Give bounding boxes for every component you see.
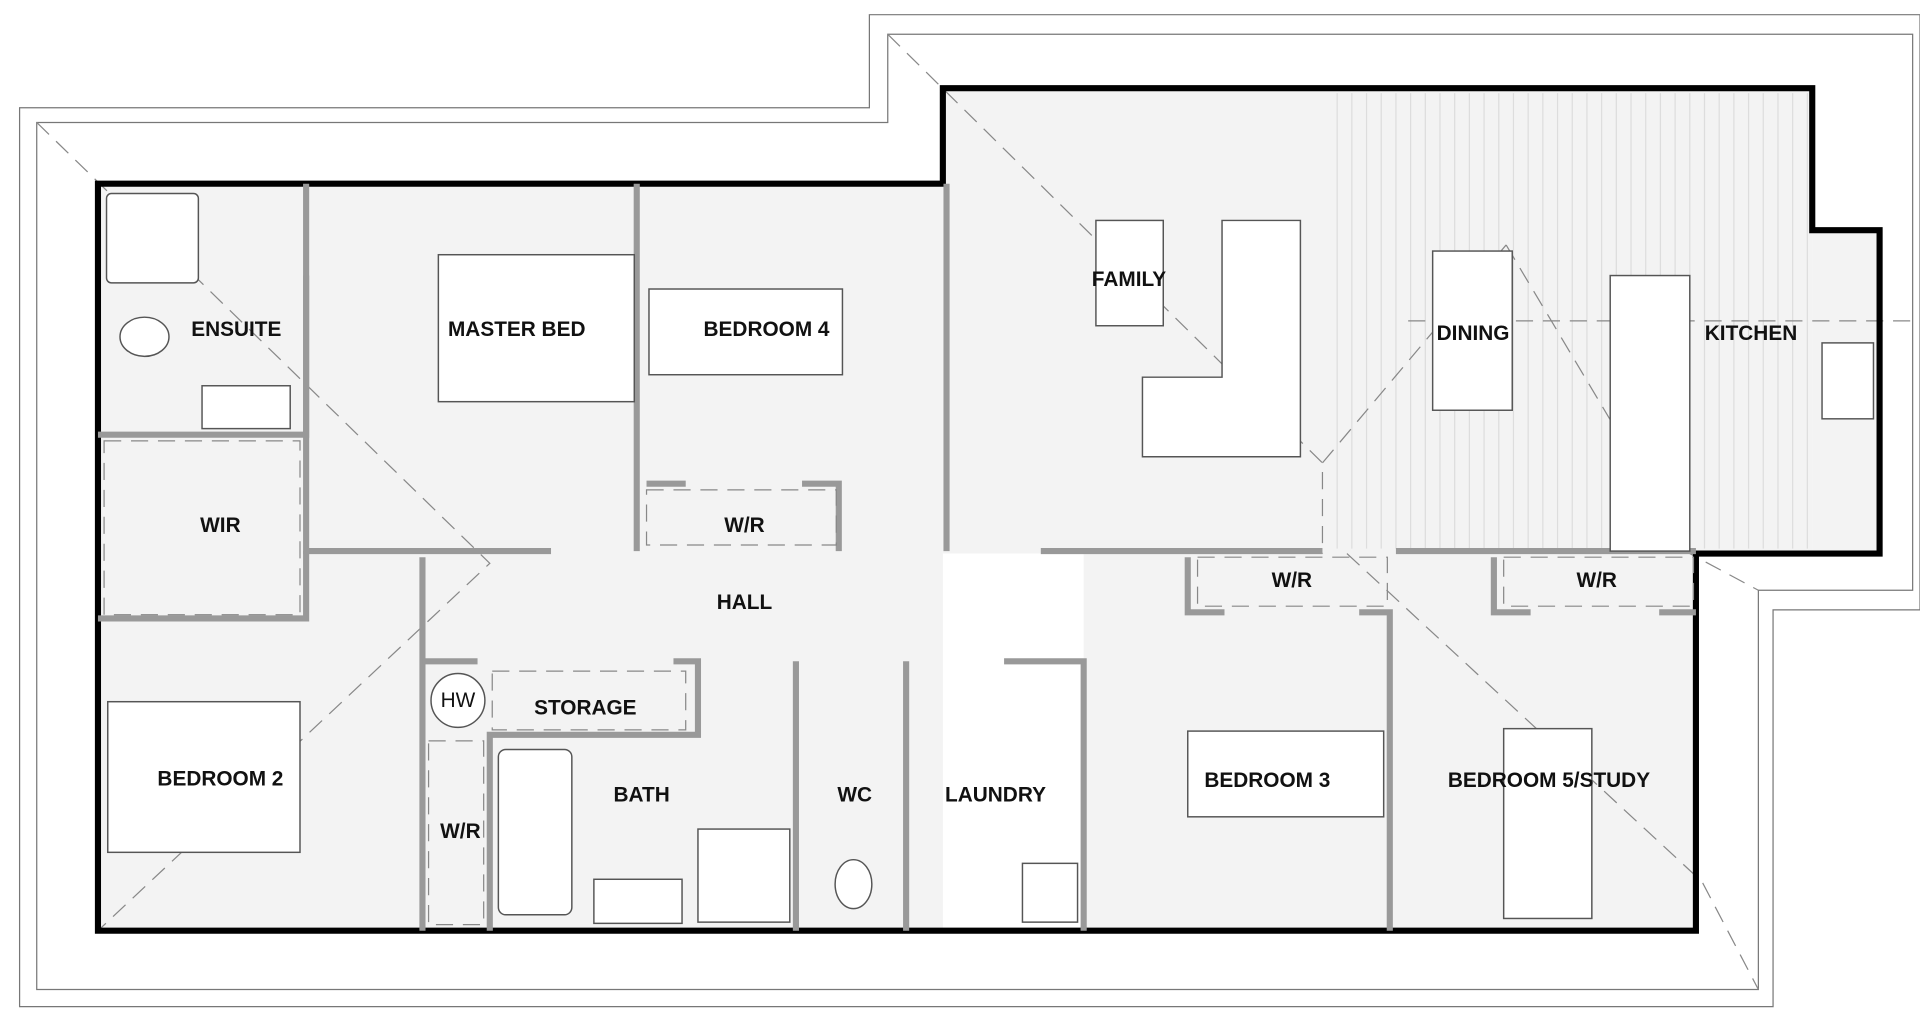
label-bedroom-3: BEDROOM 3 bbox=[1204, 769, 1330, 792]
label-hall: HALL bbox=[717, 591, 773, 614]
label-kitchen: KITCHEN bbox=[1705, 322, 1797, 345]
label-bath: BATH bbox=[614, 783, 670, 806]
wc-toilet-icon bbox=[834, 858, 873, 910]
closet-outlines bbox=[103, 440, 1695, 926]
roof-eave-outline bbox=[18, 14, 1920, 1008]
vanity bbox=[201, 385, 291, 430]
label-laundry: LAUNDRY bbox=[945, 783, 1046, 806]
label-ensuite: ENSUITE bbox=[191, 318, 281, 341]
hot-water-cylinder bbox=[430, 672, 486, 729]
label-wc: WC bbox=[837, 783, 872, 806]
bed-4 bbox=[648, 288, 844, 376]
kitchen-floor-hatching bbox=[1336, 93, 1808, 549]
cooktop bbox=[1821, 342, 1875, 420]
furniture bbox=[105, 192, 1875, 925]
bed-2 bbox=[107, 700, 301, 854]
laundry-tub bbox=[1021, 862, 1079, 923]
label-master-bed: MASTER BED bbox=[448, 318, 585, 341]
interior-partitions bbox=[97, 183, 1696, 931]
dining-table bbox=[1431, 250, 1513, 411]
label-hw: HW bbox=[441, 689, 476, 712]
bath-shower bbox=[697, 828, 791, 923]
kitchen-island bbox=[1609, 274, 1691, 552]
room-labels: ENSUITE MASTER BED BEDROOM 4 FAMILY DINI… bbox=[157, 268, 1797, 843]
label-wr-bed3: W/R bbox=[1272, 569, 1312, 592]
label-dining: DINING bbox=[1437, 322, 1510, 345]
shower bbox=[105, 192, 200, 284]
label-wir: WIR bbox=[200, 514, 240, 537]
exterior-wall bbox=[94, 85, 1883, 934]
bed-5 bbox=[1502, 727, 1593, 920]
table bbox=[1095, 219, 1164, 327]
toilet-icon bbox=[119, 316, 170, 358]
label-wr-bed4: W/R bbox=[724, 514, 764, 537]
label-storage: STORAGE bbox=[534, 697, 637, 720]
bed-3 bbox=[1187, 730, 1385, 818]
label-bedroom-5: BEDROOM 5/STUDY bbox=[1448, 769, 1650, 792]
master-bed bbox=[437, 253, 636, 403]
bath-vanity bbox=[593, 878, 683, 925]
sofa bbox=[1141, 219, 1302, 458]
label-wr-bed2: W/R bbox=[440, 820, 480, 843]
label-bedroom-4: BEDROOM 4 bbox=[704, 318, 830, 341]
label-wr-bed5: W/R bbox=[1577, 569, 1617, 592]
bathtub bbox=[497, 748, 573, 916]
label-family: FAMILY bbox=[1092, 268, 1166, 291]
label-bedroom-2: BEDROOM 2 bbox=[157, 768, 283, 791]
